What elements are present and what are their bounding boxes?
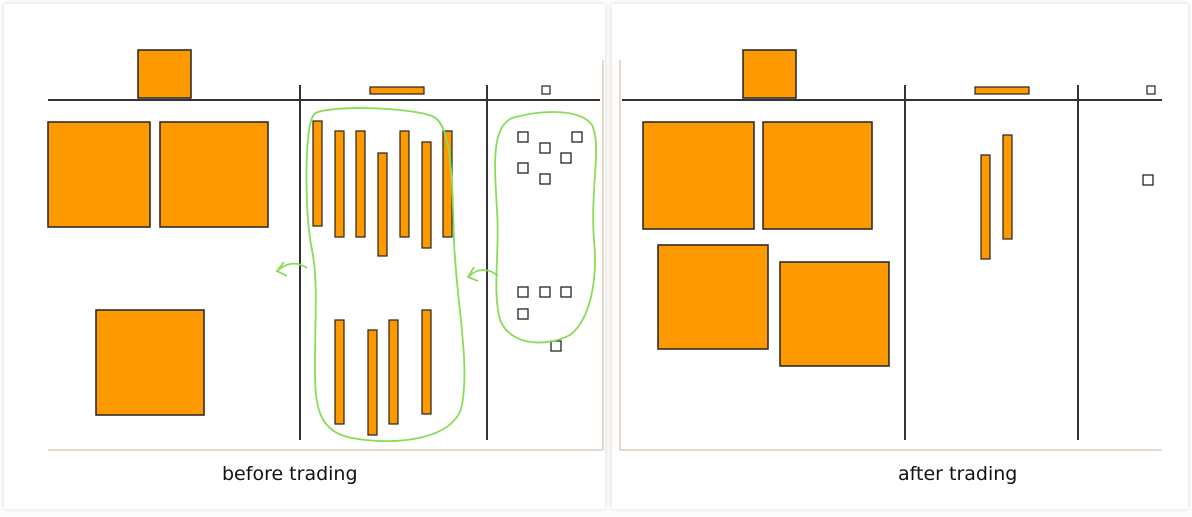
after-trading-caption: after trading: [898, 463, 1018, 485]
ten-rod: [367, 329, 378, 436]
tens-header-icon: [369, 86, 425, 95]
ten-rod: [355, 130, 366, 238]
after-place-value-mat: [622, 49, 1162, 440]
ten-rod: [421, 309, 432, 415]
tens-header-icon: [974, 86, 1030, 95]
hundred-flat: [159, 121, 269, 228]
one-unit: [539, 286, 551, 298]
ten-rod: [399, 130, 410, 238]
one-unit: [1142, 174, 1154, 186]
ten-rod: [334, 130, 345, 238]
hundred-flat: [779, 261, 890, 367]
one-unit: [539, 173, 551, 185]
one-unit: [517, 308, 529, 320]
one-unit: [560, 152, 572, 164]
hundred-flat: [95, 309, 205, 416]
ten-rod: [388, 319, 399, 425]
before-place-value-mat: [47, 49, 600, 443]
one-unit: [571, 131, 583, 143]
hundreds-header-icon: [137, 49, 192, 99]
before-trading-panel: [4, 4, 605, 509]
hundred-flat: [657, 244, 769, 350]
hundred-flat: [762, 121, 873, 230]
hundred-flat: [642, 121, 755, 230]
hundred-flat: [47, 121, 151, 228]
one-unit: [560, 286, 572, 298]
trade-arrow-head-icon: [466, 266, 479, 282]
tens-trading-loop: [305, 107, 466, 443]
ten-rod: [980, 154, 991, 260]
ones-header-icon: [1146, 85, 1156, 95]
ten-rod: [334, 319, 345, 425]
one-unit: [550, 340, 562, 352]
ten-rod: [421, 141, 432, 249]
ones-trading-loop: [494, 111, 597, 344]
trade-arrow-icon: [468, 269, 499, 277]
ten-rod: [377, 152, 388, 257]
ten-rod: [312, 120, 323, 227]
one-unit: [517, 286, 529, 298]
ten-rod: [1002, 134, 1013, 240]
one-unit: [517, 162, 529, 174]
one-unit: [539, 142, 551, 154]
one-unit: [517, 131, 529, 143]
before-trading-caption: before trading: [222, 463, 358, 485]
trade-arrow-head-icon: [275, 261, 288, 277]
before-panel-frame: [4, 4, 605, 509]
ones-header-icon: [541, 85, 551, 95]
trade-arrow-icon: [277, 262, 308, 271]
hundreds-header-icon: [742, 49, 797, 99]
